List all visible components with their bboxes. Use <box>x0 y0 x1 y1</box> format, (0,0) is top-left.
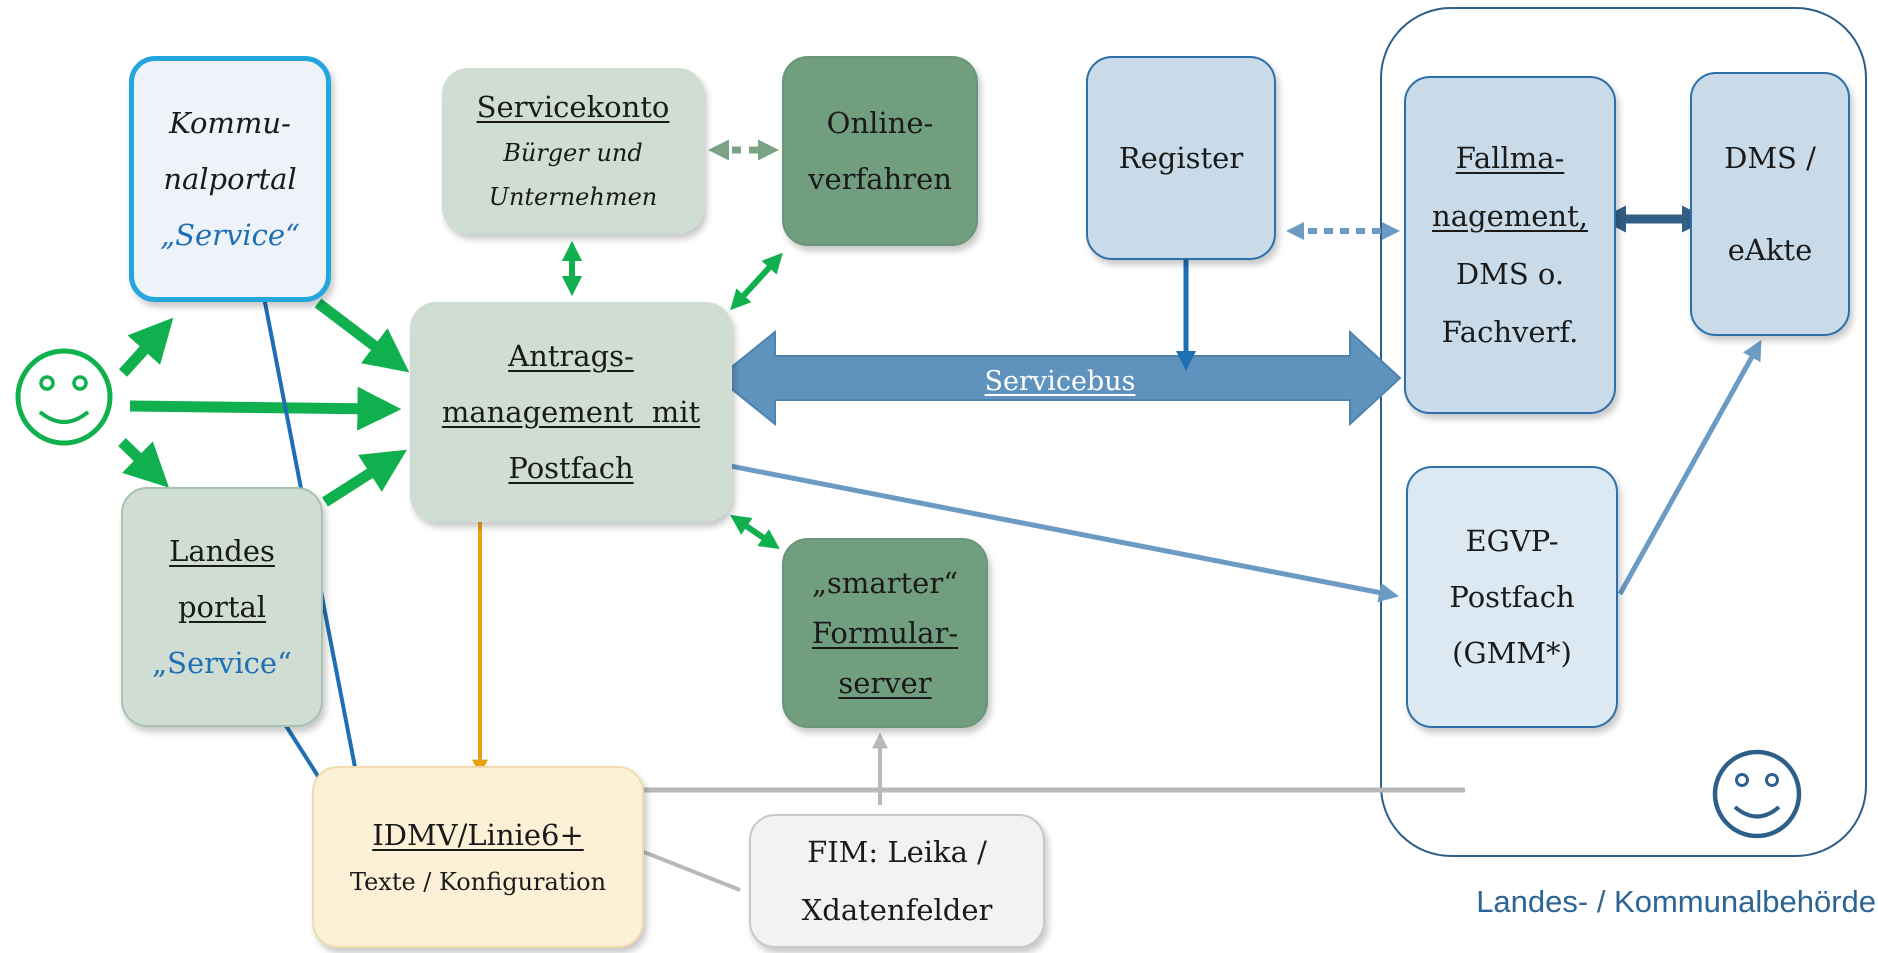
formularserver-box: „smarter“ Formular- server <box>782 538 988 728</box>
smiley-icon <box>1712 749 1802 839</box>
fallmanagement-line3: DMS o. <box>1455 257 1565 291</box>
fim-box: FIM: Leika / Xdatenfelder <box>749 814 1045 948</box>
register-box: Register <box>1086 56 1276 260</box>
arrow-user-to-landesportal <box>118 438 170 488</box>
formularserver-line1: „smarter“ <box>811 566 959 600</box>
servicekonto-sub1: Bürger und <box>503 139 643 167</box>
servicekonto-sub2: Unternehmen <box>488 183 658 211</box>
behoerde-container <box>1380 7 1867 857</box>
formularserver-line3: server <box>838 666 932 700</box>
servicebus-label-wrap: Servicebus <box>900 366 1220 397</box>
servicekonto-box: Servicekonto Bürger und Unternehmen <box>442 68 704 234</box>
servicebus-label: Servicebus <box>984 366 1136 397</box>
dms-line1: DMS / <box>1724 141 1816 175</box>
fallmanagement-line2: nagement, <box>1432 199 1588 233</box>
idmv-sub: Texte / Konfiguration <box>349 868 607 896</box>
arrow-landesportal-to-antrag <box>322 449 407 507</box>
onlineverfahren-line1: Online- <box>826 106 934 140</box>
antragsmanagement-box: Antrags- management mit Postfach <box>410 302 732 522</box>
kommunalportal-line1: Kommu- <box>169 106 291 140</box>
behoerde-label: Landes- / Kommunalbehörde <box>1476 884 1876 919</box>
arrow-antrag-onlineverfahren <box>730 252 783 311</box>
landesportal-box: Landes portal „Service“ <box>121 487 323 727</box>
arrow-egvp-to-dms <box>1617 339 1762 596</box>
fallmanagement-line1: Fallma- <box>1455 141 1565 175</box>
register-label: Register <box>1118 141 1244 175</box>
idmv-box: IDMV/Linie6+ Texte / Konfiguration <box>312 766 644 948</box>
fallmanagement-box: Fallma- nagement, DMS o. Fachverf. <box>1404 76 1616 414</box>
antragsmanagement-line2: management mit <box>441 395 701 429</box>
onlineverfahren-line2: verfahren <box>808 162 952 196</box>
fallmanagement-line4: Fachverf. <box>1441 315 1579 349</box>
egvp-box: EGVP- Postfach (GMM*) <box>1406 466 1618 728</box>
servicebus-arrow <box>716 329 1402 427</box>
antragsmanagement-line3: Postfach <box>508 451 634 485</box>
arrow-kommunalportal-to-antrag <box>314 298 410 373</box>
arrow-antrag-to-egvp <box>719 461 1399 603</box>
kommunalportal-line3: „Service“ <box>160 218 300 252</box>
fim-line2: Xdatenfelder <box>801 893 993 927</box>
arrow-user-to-kommunalportal <box>118 317 174 377</box>
arrow-user-to-antrag <box>129 386 402 431</box>
smiley-icon <box>15 348 113 446</box>
dms-box: DMS / eAkte <box>1690 72 1850 336</box>
egvp-line2: Postfach <box>1449 580 1575 614</box>
fim-line1: FIM: Leika / <box>807 835 987 869</box>
egvp-line3: (GMM*) <box>1452 636 1572 670</box>
onlineverfahren-box: Online- verfahren <box>782 56 978 246</box>
antragsmanagement-line1: Antrags- <box>508 339 634 373</box>
landesportal-line1: Landes <box>169 534 275 568</box>
idmv-title: IDMV/Linie6+ <box>372 818 584 852</box>
landesportal-line2: portal <box>177 590 267 624</box>
arrow-antrag-formularserver <box>730 514 780 550</box>
dms-line2: eAkte <box>1727 233 1813 267</box>
formularserver-line2: Formular- <box>811 616 959 650</box>
egvp-line1: EGVP- <box>1465 524 1559 558</box>
servicekonto-title: Servicekonto <box>476 90 670 124</box>
behoerde-label-wrap: Landes- / Kommunalbehörde <box>1386 884 1876 920</box>
landesportal-line3: „Service“ <box>152 646 292 680</box>
kommunalportal-box: Kommu- nalportal „Service“ <box>129 56 331 302</box>
kommunalportal-line2: nalportal <box>163 162 297 196</box>
